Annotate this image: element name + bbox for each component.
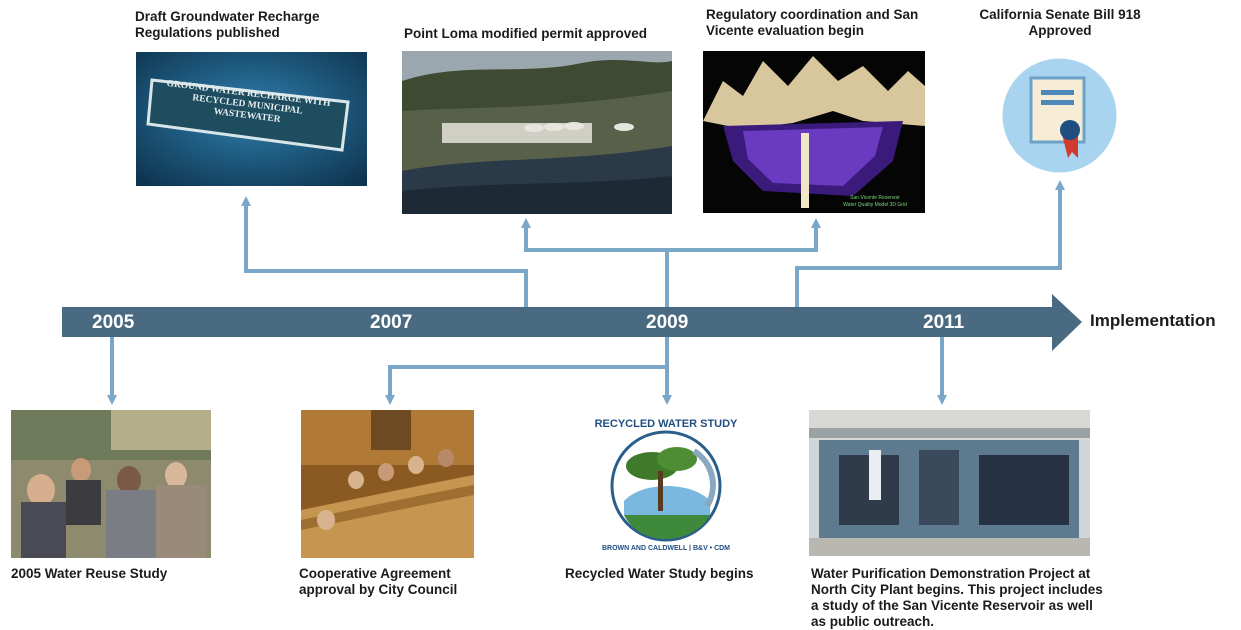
caption-point-loma: Point Loma modified permit approved [404,26,648,41]
year-label-2011: 2011 [923,312,965,333]
caption-demo-project: Water Purification Demonstration Project… [811,566,1103,629]
certificate-icon [1002,58,1117,173]
year-label-2007: 2007 [370,312,413,333]
caption-2005-study: 2005 Water Reuse Study [11,566,168,581]
demonstration-plant-photo [809,410,1090,556]
year-label-2005: 2005 [92,312,135,333]
svg-text:RECYCLED WATER STUDY: RECYCLED WATER STUDY [595,418,738,430]
san-vicente-model-image: San Vicente Reservoir Water Quality Mode… [703,51,925,213]
connector-san-vicente [667,218,821,252]
caption-senate-bill: California Senate Bill 918 Approved [979,7,1141,38]
connector-groundwater [241,196,528,307]
connector-cooperative [385,365,667,405]
reuse-study-meeting-photo [11,410,211,558]
recycled-water-study-logo: RECYCLED WATER STUDY BROWN AND CALDWELL … [582,411,747,552]
caption-regulatory-coordination: Regulatory coordination and San Vicente … [706,7,919,38]
point-loma-photo [402,51,672,214]
year-label-2009: 2009 [646,312,689,333]
implementation-label: Implementation [1090,311,1216,330]
connector-point-loma [521,218,669,307]
caption-recycled-study: Recycled Water Study begins [565,566,754,581]
svg-text:BROWN AND CALDWELL | B&V • CDM: BROWN AND CALDWELL | B&V • CDM [602,545,730,551]
caption-groundwater-regs: Draft Groundwater Recharge Regulations p… [135,9,320,40]
city-council-photo [301,410,474,558]
caption-cooperative-agreement: Cooperative Agreement approval by City C… [299,566,458,597]
svg-text:Water Quality Model 3D Grid: Water Quality Model 3D Grid [843,202,907,208]
svg-text:San Vicente Reservoir: San Vicente Reservoir [850,195,900,201]
connector-senate-bill [795,180,1065,307]
groundwater-sign-image: GROUND WATER RECHARGE WITH RECYCLED MUNI… [136,52,367,186]
timeline-arrow [62,294,1082,351]
